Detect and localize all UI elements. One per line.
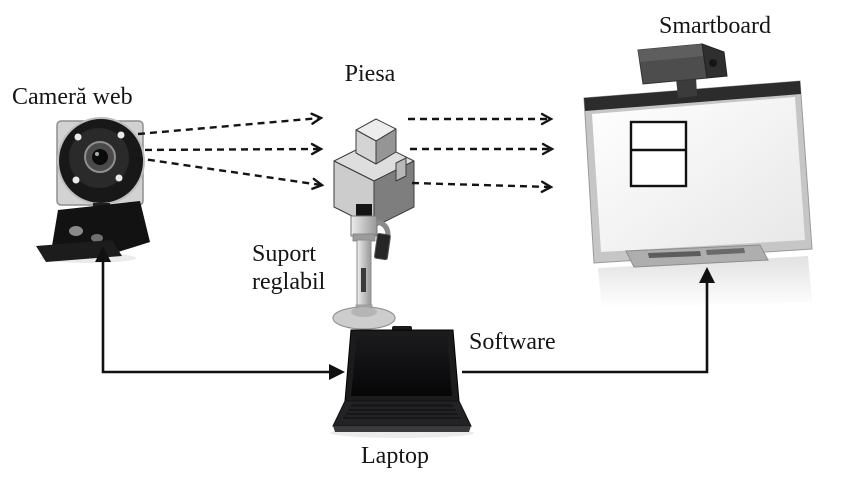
piesa-label: Piesa — [344, 61, 396, 87]
arrowhead-to-smartboard — [699, 267, 715, 283]
smartboard-surface — [592, 97, 805, 252]
webcam-laptop-connector — [95, 246, 345, 380]
board-drawing-rectangle — [629, 120, 688, 188]
dashed-arrow-piesa-board-bottom — [411, 180, 554, 193]
dashed-arrow-cam-piesa-bottom — [135, 156, 325, 190]
arrowhead-to-webcam — [95, 246, 111, 262]
laptop-label: Laptop — [361, 443, 429, 469]
suport-label-line2: reglabil — [252, 269, 326, 295]
webcam-label: Cameră web — [12, 84, 133, 110]
projector-icon — [637, 43, 728, 98]
software-label: Software — [469, 329, 556, 355]
dashed-arrow-cam-piesa-mid — [132, 142, 324, 156]
laptop-image — [330, 326, 474, 438]
piesa-image — [333, 118, 415, 228]
laptop-smartboard-connector — [462, 267, 715, 374]
arrowhead-to-laptop — [329, 364, 345, 380]
pen-tray — [625, 244, 769, 268]
suport-reglabil-label: Suport reglabil — [252, 240, 325, 296]
stand-image — [332, 204, 396, 330]
camera-to-piesa-arrows — [132, 112, 325, 190]
suport-label-line1: Suport — [252, 241, 317, 267]
smartboard-label: Smartboard — [659, 13, 771, 39]
dashed-arrow-cam-piesa-top — [137, 112, 324, 136]
piesa-to-smartboard-arrows — [408, 112, 555, 193]
smartboard-image — [583, 43, 813, 308]
webcam-image — [36, 117, 150, 263]
